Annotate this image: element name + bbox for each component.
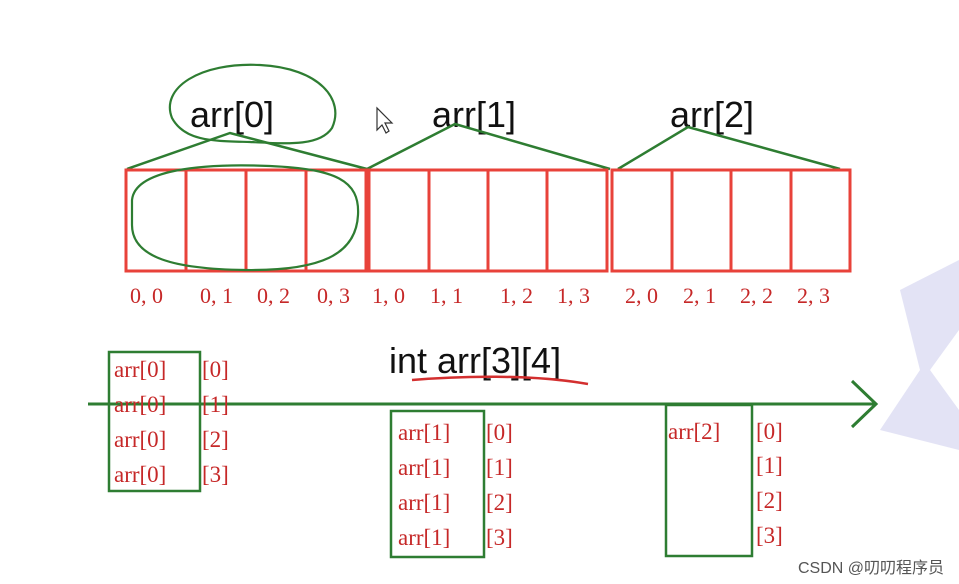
element-prefix: arr[0]: [114, 392, 166, 417]
expansion-arr1: arr[1] [0] arr[1] [1] arr[1] [2] arr[1] …: [398, 420, 513, 550]
index-label: 1, 3: [557, 283, 590, 308]
element-suffix: [0]: [202, 357, 229, 382]
element-suffix: [0]: [756, 419, 783, 444]
memory-block-arr1: [367, 168, 609, 273]
element-prefix: arr[1]: [398, 420, 450, 445]
element-prefix: arr[0]: [114, 462, 166, 487]
annotation-circle-label: [168, 63, 337, 145]
expansion-box-arr0: [107, 350, 202, 493]
title-underline: [411, 375, 589, 386]
expansion-arr2: arr[2] [0] [1] [2] [3]: [668, 419, 783, 548]
group-label-arr0: arr[0]: [190, 94, 274, 135]
index-label: 2, 2: [740, 283, 773, 308]
element-suffix: [2]: [202, 427, 229, 452]
bracket-arr0: [126, 131, 368, 171]
arrow-head-icon: [850, 379, 879, 429]
index-label: 1, 0: [372, 283, 405, 308]
watermark-text: CSDN @叨叨程序员: [798, 559, 944, 577]
element-suffix: [1]: [202, 392, 229, 417]
memory-block-arr0: [124, 168, 368, 273]
element-prefix: arr[1]: [398, 525, 450, 550]
index-label: 0, 1: [200, 283, 233, 308]
index-label: 1, 2: [500, 283, 533, 308]
element-suffix: [2]: [486, 490, 513, 515]
element-suffix: [3]: [202, 462, 229, 487]
index-label: 0, 2: [257, 283, 290, 308]
index-label: 0, 0: [130, 283, 163, 308]
index-label: 2, 1: [683, 283, 716, 308]
index-label: 2, 0: [625, 283, 658, 308]
index-label: 0, 3: [317, 283, 350, 308]
memory-block-arr2: [610, 168, 852, 273]
element-suffix: [1]: [486, 455, 513, 480]
expansion-box-arr2: [664, 403, 754, 558]
element-suffix: [3]: [486, 525, 513, 550]
expansion-arr0: arr[0] [0] arr[0] [1] arr[0] [2] arr[0] …: [114, 357, 229, 487]
element-suffix: [1]: [756, 453, 783, 478]
index-labels: 0, 0 0, 1 0, 2 0, 3 1, 0 1, 1 1, 2 1, 3 …: [130, 283, 830, 308]
element-suffix: [2]: [756, 488, 783, 513]
element-suffix: [3]: [756, 523, 783, 548]
annotation-circle-cells: [130, 164, 360, 272]
bracket-arr2: [617, 125, 841, 171]
element-prefix: arr[0]: [114, 427, 166, 452]
bracket-arr1: [366, 122, 611, 171]
element-prefix: arr[2]: [668, 419, 720, 444]
watermark-shape: [880, 260, 959, 450]
element-prefix: arr[0]: [114, 357, 166, 382]
element-prefix: arr[1]: [398, 490, 450, 515]
diagram-title: int arr[3][4]: [389, 340, 561, 381]
index-label: 1, 1: [430, 283, 463, 308]
index-label: 2, 3: [797, 283, 830, 308]
expansion-box-arr1: [389, 409, 486, 559]
element-suffix: [0]: [486, 420, 513, 445]
element-prefix: arr[1]: [398, 455, 450, 480]
mouse-cursor-icon: [376, 106, 394, 134]
